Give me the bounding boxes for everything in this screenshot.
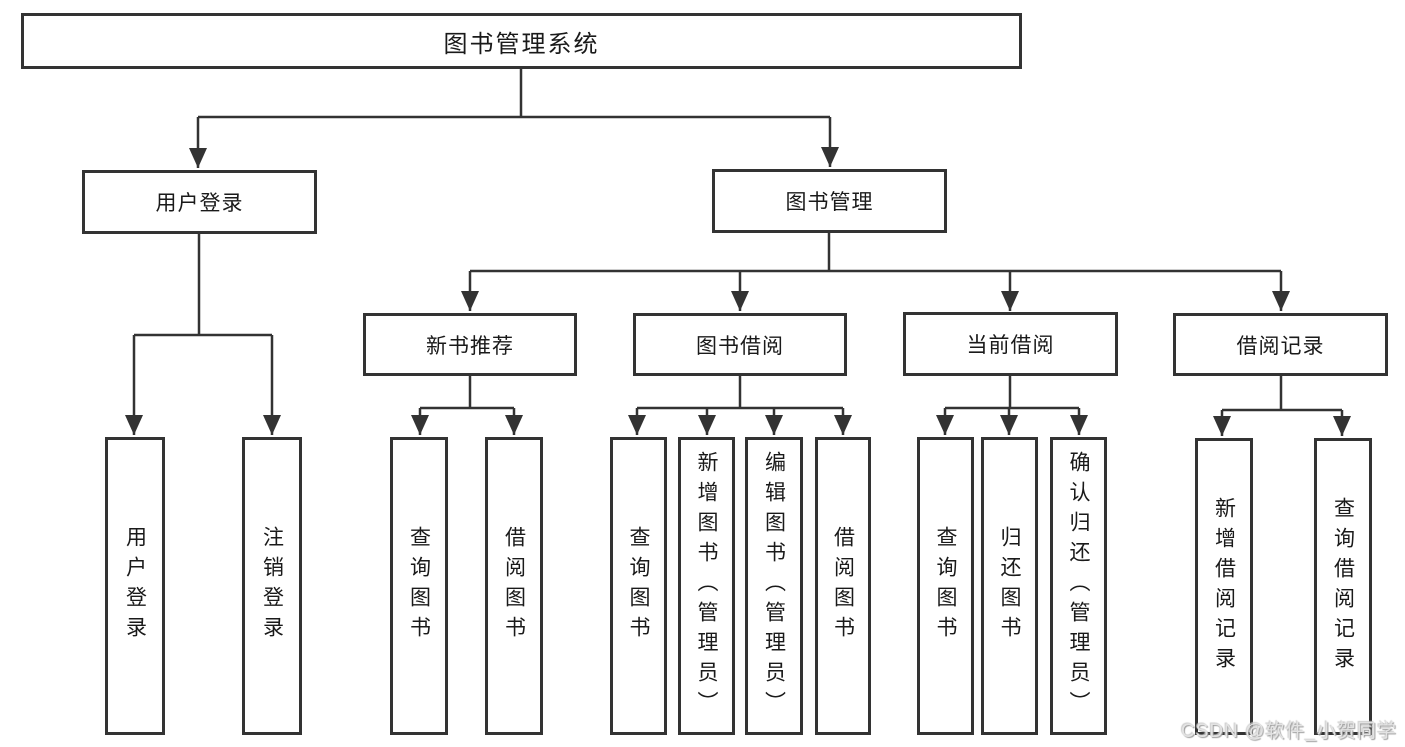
node-user-login: 用户登录 (82, 170, 317, 234)
leaf-newbook-query-books: 查询图书 (390, 437, 448, 735)
node-book-borrow: 图书借阅 (633, 313, 847, 376)
csdn-watermark: CSDN @软件_小贺同学 (1181, 721, 1397, 742)
leaf-borrow-add-book-admin: 新增图书（管理员） (678, 437, 735, 735)
leaf-logout: 注销登录 (242, 437, 302, 735)
leaf-user-login: 用户登录 (105, 437, 165, 735)
leaf-records-add-record: 新增借阅记录 (1195, 438, 1253, 735)
node-new-book-recommend: 新书推荐 (363, 313, 577, 376)
leaf-borrow-edit-book-admin: 编辑图书（管理员） (745, 437, 803, 735)
leaf-borrow-query-books: 查询图书 (610, 437, 667, 735)
leaf-records-query-record: 查询借阅记录 (1314, 438, 1372, 735)
leaf-current-query-books: 查询图书 (917, 437, 974, 735)
leaf-borrow-borrow-books: 借阅图书 (815, 437, 871, 735)
node-root-library-system: 图书管理系统 (21, 13, 1022, 69)
leaf-newbook-borrow-books: 借阅图书 (485, 437, 543, 735)
node-current-borrow: 当前借阅 (903, 312, 1118, 376)
node-book-management: 图书管理 (712, 169, 947, 233)
node-borrow-records: 借阅记录 (1173, 313, 1388, 376)
leaf-current-return-books: 归还图书 (981, 437, 1038, 735)
leaf-current-confirm-return-admin: 确认归还（管理员） (1050, 437, 1107, 735)
